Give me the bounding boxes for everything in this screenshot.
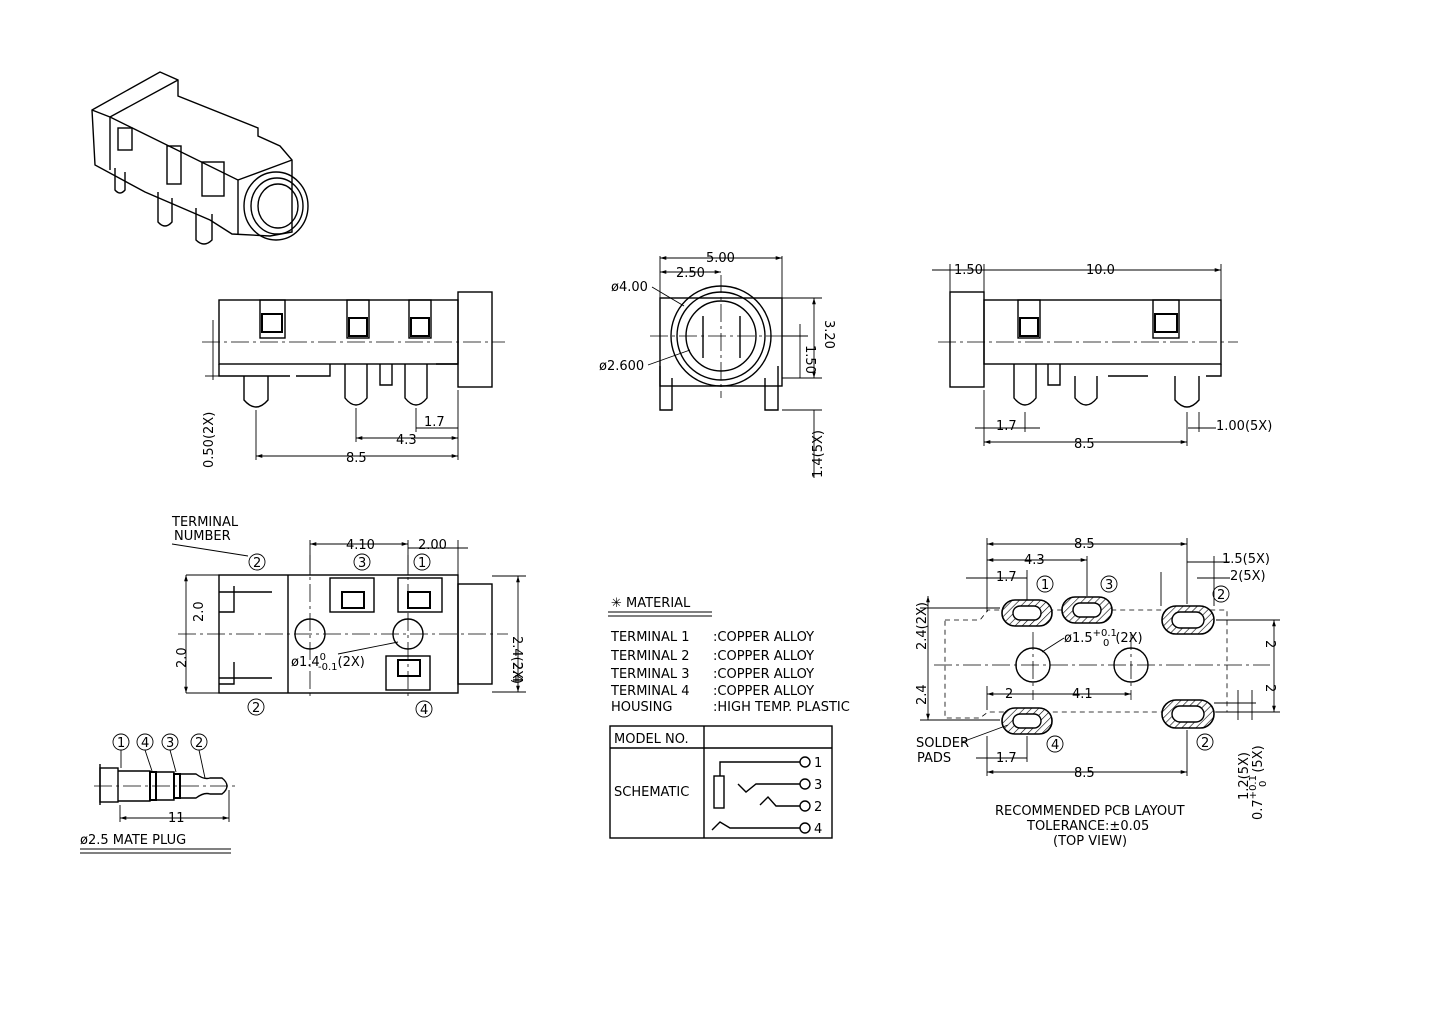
- solder-label: PADS: [917, 751, 951, 766]
- material-title: ✳ MATERIAL: [611, 596, 691, 611]
- material-item: HOUSING: [611, 700, 672, 715]
- pad-marker-2: 2: [1201, 736, 1209, 751]
- dim-label: 0.50(2X): [202, 412, 217, 468]
- terminal-marker-3: 3: [358, 556, 366, 571]
- mate-plug: 1 4 3 2 11 ø2.5 MATE PLUG: [80, 733, 236, 854]
- dim-label: ø4.00: [611, 280, 648, 295]
- terminal-marker-1: 1: [418, 556, 426, 571]
- front-view: 5.00 2.50 ø4.00 ø2.600 3.20 1.50 1.4(5X): [599, 251, 836, 478]
- dim-label: 1.50: [954, 263, 983, 278]
- material-list: ✳ MATERIAL TERMINAL 1 :COPPER ALLOY TERM…: [608, 596, 850, 715]
- dim-label: 2: [1262, 684, 1277, 692]
- dim-label: 11: [168, 811, 185, 826]
- dim-label: 1.7: [424, 415, 445, 430]
- dim-label: 8.5: [1074, 537, 1095, 552]
- plug-caption: ø2.5 MATE PLUG: [80, 833, 186, 848]
- plug-marker-1: 1: [117, 736, 125, 751]
- dim-label: 1.7: [996, 570, 1017, 585]
- side-view-left: 0.50(2X) 1.7 4.3 8.5: [202, 291, 505, 468]
- dim-label: 2.00: [418, 538, 447, 553]
- dim-label: 2: [1005, 687, 1013, 702]
- terminal-label: NUMBER: [174, 529, 231, 544]
- material-item: TERMINAL 3: [610, 667, 690, 682]
- dim-label: 2.4: [509, 662, 524, 683]
- model-label: MODEL NO.: [614, 732, 689, 747]
- dim-label: 8.5: [346, 451, 367, 466]
- material-item: TERMINAL 1: [610, 630, 690, 645]
- material-item: TERMINAL 4: [610, 684, 690, 699]
- material-spec: :COPPER ALLOY: [713, 630, 814, 645]
- material-spec: :COPPER ALLOY: [713, 649, 814, 664]
- pin-label: 4: [814, 822, 822, 837]
- dim-label: 2.4(2X): [915, 602, 930, 650]
- plug-marker-3: 3: [166, 736, 174, 751]
- terminal-label: TERMINAL: [171, 515, 239, 530]
- pad-marker-1: 1: [1041, 578, 1049, 593]
- dim-label: 0.7+0.10(5X): [1248, 745, 1269, 820]
- schematic-label: SCHEMATIC: [614, 785, 689, 800]
- dim-label: 1.2(5X): [1237, 752, 1252, 800]
- pad-marker-2: 2: [1217, 588, 1225, 603]
- dim-label: 1.50: [802, 345, 817, 374]
- terminal-marker-4: 4: [420, 703, 428, 718]
- dim-label: 2.50: [676, 266, 705, 281]
- dim-label: 2.0: [192, 601, 207, 622]
- pin-label: 2: [814, 800, 822, 815]
- dim-label: 2: [1262, 640, 1277, 648]
- solder-label: SOLDER: [916, 736, 969, 751]
- dim-label: 8.5: [1074, 766, 1095, 781]
- dim-label: 2.0: [175, 647, 190, 668]
- isometric-view: [91, 71, 309, 245]
- dim-label: 1.00(5X): [1216, 419, 1272, 434]
- dim-label: 4.10: [346, 538, 375, 553]
- plug-marker-2: 2: [195, 736, 203, 751]
- dim-label: 1.7: [996, 419, 1017, 434]
- plug-marker-4: 4: [141, 736, 149, 751]
- dim-label: 5.00: [706, 251, 735, 266]
- dim-label: 1.7: [996, 751, 1017, 766]
- side-view-right: 1.50 10.0 1.7 8.5 1.00(5X): [932, 263, 1272, 452]
- dim-label: 2.4: [915, 684, 930, 705]
- pin-label: 1: [814, 756, 822, 771]
- top-view: TERMINAL NUMBER 2.0 2.0 4.10 2.00 2.: [171, 515, 526, 718]
- pad-marker-3: 3: [1105, 578, 1113, 593]
- dim-label: 10.0: [1086, 263, 1115, 278]
- dim-label: 2.4(2X): [509, 636, 524, 684]
- dim-label: 2(5X): [1230, 569, 1266, 584]
- pcb-caption: (TOP VIEW): [1053, 834, 1127, 849]
- schematic-table: MODEL NO. SCHEMATIC 1 3 2 4: [609, 725, 833, 839]
- dim-label: 4.3: [1024, 553, 1045, 568]
- material-spec: :COPPER ALLOY: [713, 684, 814, 699]
- dim-label: 1.5(5X): [1222, 552, 1270, 567]
- terminal-marker-2: 2: [252, 701, 260, 716]
- dim-label: ø1.40-0.1(2X): [291, 652, 365, 673]
- dim-label: 4.1: [1072, 687, 1093, 702]
- terminal-marker-2: 2: [253, 556, 261, 571]
- material-spec: :HIGH TEMP. PLASTIC: [713, 700, 850, 715]
- pcb-layout: 8.5 4.3 1.7 1.5(5X) 2(5X) 1 3 2 4 2 ø1.5…: [915, 537, 1280, 849]
- dim-label: 8.5: [1074, 437, 1095, 452]
- dim-label: ø2.600: [599, 359, 644, 374]
- dim-label: 1.4(5X): [811, 430, 826, 478]
- pcb-caption: RECOMMENDED PCB LAYOUT: [995, 804, 1185, 819]
- pcb-caption: TOLERANCE:±0.05: [1026, 819, 1149, 834]
- dim-label: 3.20: [821, 320, 836, 349]
- dim-label: 4.3: [396, 433, 417, 448]
- pad-marker-4: 4: [1051, 738, 1059, 753]
- material-item: TERMINAL 2: [610, 649, 690, 664]
- pin-label: 3: [814, 778, 822, 793]
- material-spec: :COPPER ALLOY: [713, 667, 814, 682]
